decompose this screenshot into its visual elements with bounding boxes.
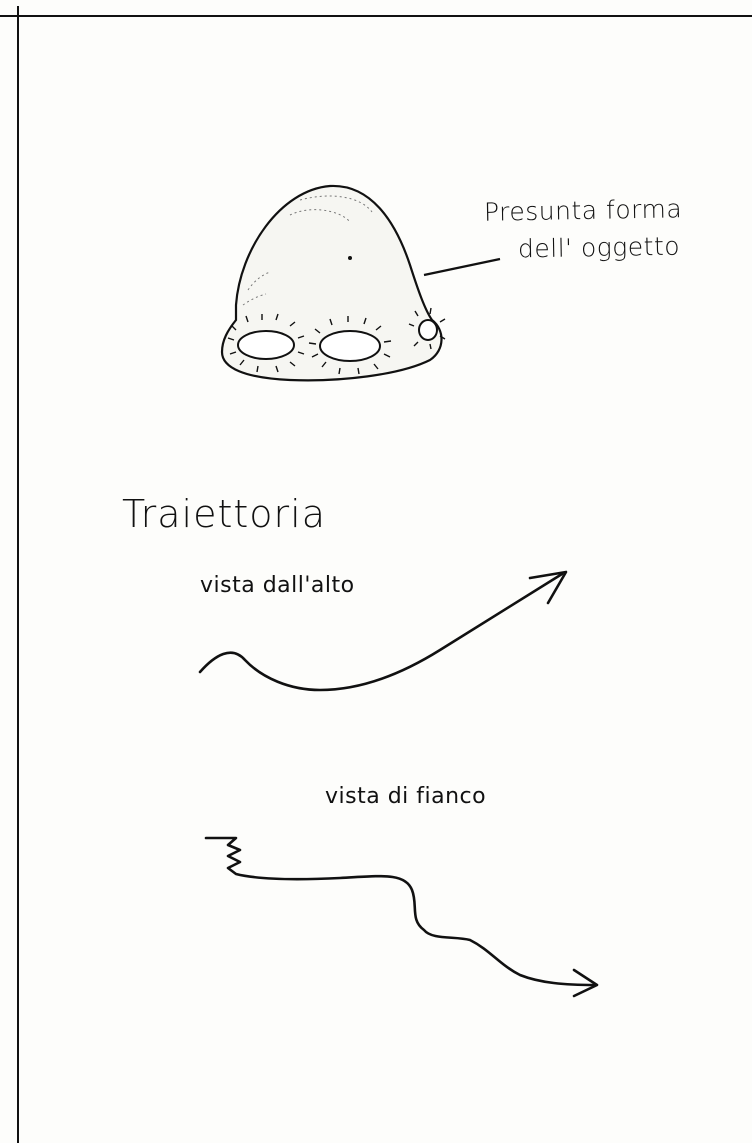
object-label-line-2: dell' oggetto [517, 231, 681, 264]
light-right [418, 319, 438, 341]
side-view-arrowhead [572, 968, 599, 998]
side-view-trajectory [204, 836, 599, 998]
top-view-path [198, 572, 564, 692]
side-view-label: vista di fianco [325, 784, 487, 809]
trajectory-title: Traiettoria [122, 492, 326, 536]
label-leader-line [423, 257, 501, 277]
light-center-rays [308, 316, 392, 375]
light-center [319, 330, 381, 362]
object-sketch [220, 184, 446, 382]
light-left [237, 330, 295, 360]
top-view-arrowhead [528, 570, 568, 605]
side-view-path [204, 836, 597, 987]
light-right-rays [408, 307, 446, 350]
object-dot [348, 256, 352, 260]
light-left-rays [227, 313, 305, 373]
top-view-trajectory [198, 570, 568, 692]
object-label-line-1: Presunta forma [483, 194, 683, 227]
top-view-label: vista dall'alto [200, 573, 355, 598]
